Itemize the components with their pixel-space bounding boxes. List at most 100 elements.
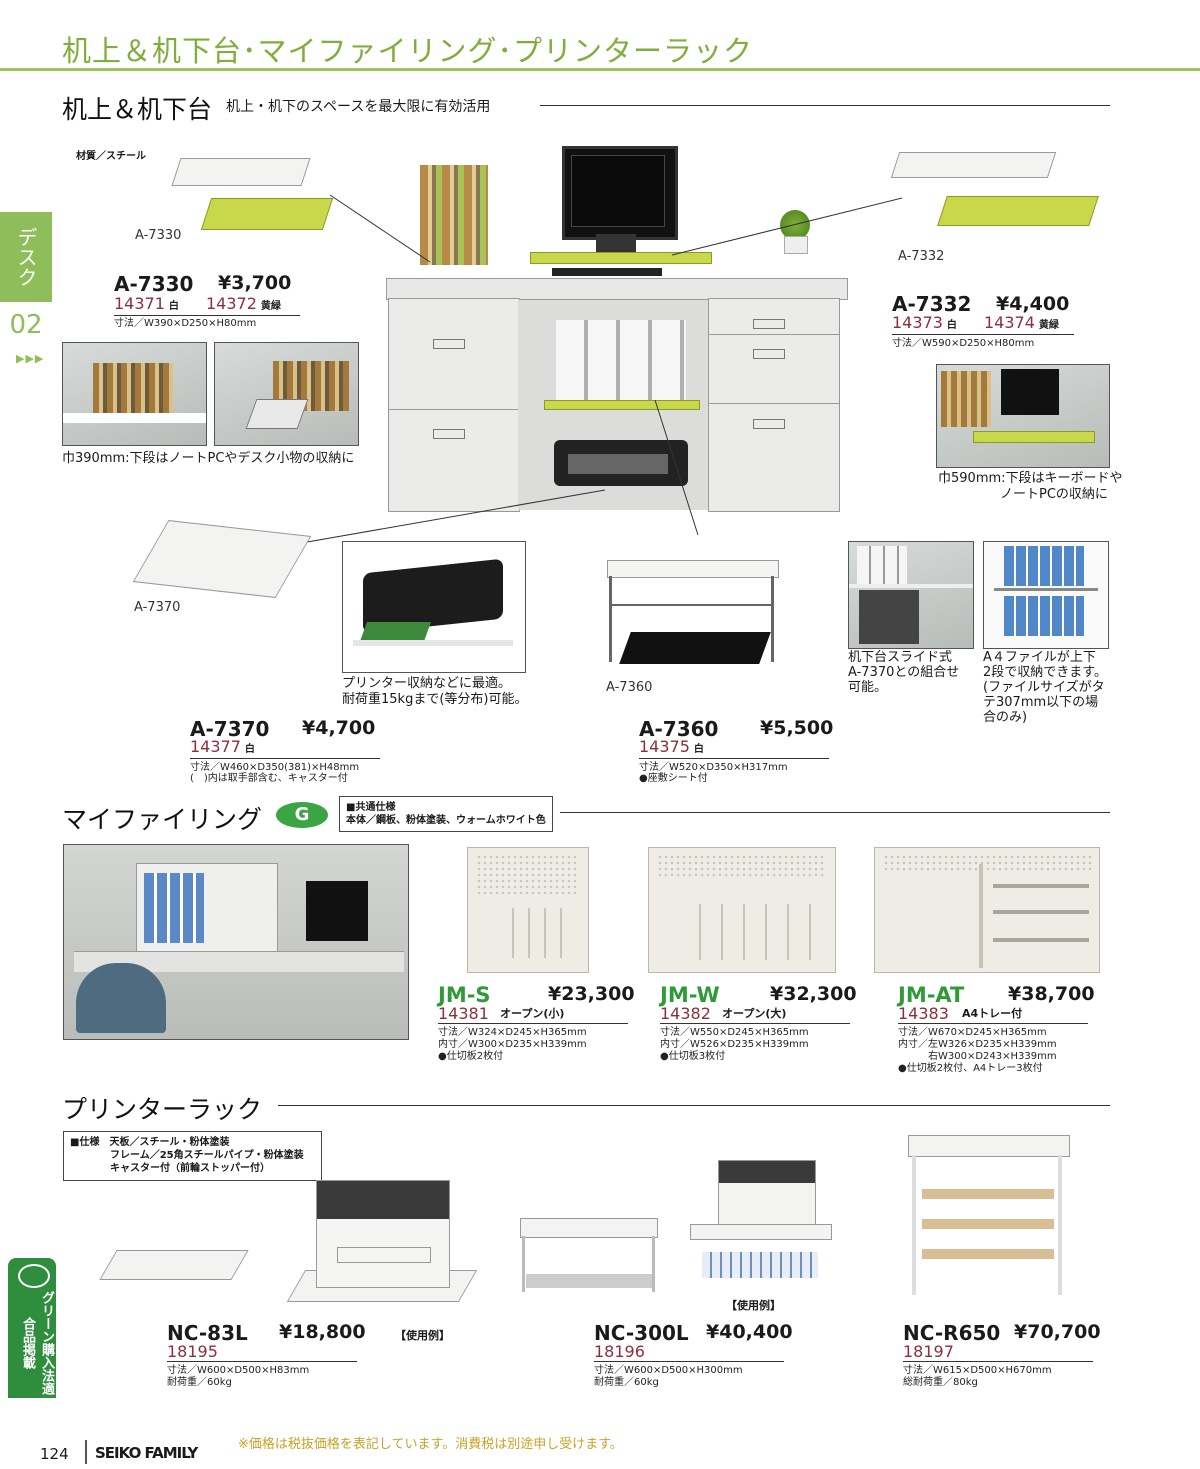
- green-mark-icon: G: [276, 802, 328, 828]
- a7370-rule: [190, 758, 380, 759]
- material-note: 材質／スチール: [76, 151, 146, 162]
- brand-logo: SEIKO FAMILY: [95, 1444, 198, 1462]
- section3-rule: [278, 1105, 1110, 1106]
- nc300l-price: ¥40,400: [706, 1321, 793, 1343]
- plant-pot: [784, 236, 808, 254]
- a7330-price: ¥3,700: [218, 272, 292, 294]
- nc300l-image: [520, 1218, 660, 1298]
- a4-caption-1: A４ファイルが上下: [983, 650, 1096, 665]
- a7360-rule: [639, 758, 829, 759]
- jm-s-spec-3: ●仕切板2枚付: [438, 1051, 504, 1062]
- desk-top-stand: [530, 252, 712, 264]
- jm-w-rule: [660, 1023, 850, 1024]
- a7360-price: ¥5,500: [760, 717, 834, 739]
- jm-s-sub: オープン(小): [500, 1007, 565, 1020]
- jm-s-spec-2: 内寸／W300×D235×H339mm: [438, 1039, 587, 1050]
- section-rule: [540, 105, 1110, 106]
- jm-at-rule: [898, 1023, 1088, 1024]
- jm-w-code: 14382: [660, 1004, 711, 1023]
- a7370-image-label: A-7370: [134, 600, 181, 615]
- jm-at-model: JM-AT: [898, 983, 965, 1007]
- a7332-caption-1: 巾590mm:下段はキーボードや: [938, 471, 1123, 486]
- jm-s-spec-1: 寸法／W324×D245×H365mm: [438, 1027, 587, 1038]
- jm-at-spec-4: ●仕切板2枚付、A4トレー3枚付: [898, 1063, 1043, 1074]
- common-spec-title: ■共通仕様: [346, 802, 396, 813]
- a7360-spec-1: 寸法／W520×D350×H317mm: [639, 762, 788, 773]
- page-header-title: 机上＆机下台･マイファイリング･プリンターラック: [62, 34, 754, 68]
- footer-note: ※価格は税抜価格を表記しています。消費税は別途申し受けます。: [238, 1437, 623, 1452]
- jm-s-model: JM-S: [438, 983, 491, 1007]
- monitor-stand: [596, 234, 636, 252]
- slide-photo: [848, 541, 974, 649]
- nc83l-rule: [167, 1361, 357, 1362]
- jm-w-price: ¥32,300: [770, 983, 857, 1005]
- footer-divider: [85, 1440, 87, 1464]
- a7330-photo-2: [214, 342, 359, 446]
- nc300l-usage-image: [690, 1160, 836, 1290]
- rack-spec-line-3: キャスター付（前輪ストッパー付）: [70, 1163, 270, 1174]
- jm-w-image: [648, 847, 836, 973]
- ncr650-image: [908, 1135, 1072, 1307]
- a7332-rule: [892, 334, 1074, 335]
- a7330-image-label: A-7330: [135, 228, 182, 243]
- ncr650-model: NC-R650: [903, 1321, 1001, 1345]
- a7332-price: ¥4,400: [996, 293, 1070, 315]
- a7370-caption-1: プリンター収納などに最適。: [342, 676, 512, 691]
- nc83l-image: [99, 1250, 249, 1280]
- ncr650-rule: [903, 1361, 1093, 1362]
- a4-caption-5: 合のみ): [983, 710, 1028, 725]
- a7332-model: A-7332: [892, 292, 972, 316]
- keyboard-image: [552, 268, 662, 276]
- ncr650-price: ¥70,700: [1014, 1321, 1101, 1343]
- desk-knee-space: [518, 300, 708, 510]
- jm-w-model: JM-W: [660, 983, 720, 1007]
- a4-caption-4: テ307mm以下の場: [983, 695, 1099, 710]
- a7360-model: A-7360: [639, 717, 719, 741]
- desk-right-pedestal: [708, 298, 840, 512]
- header-rule: [0, 68, 1200, 71]
- a7360-spec-2: ●座敷シート付: [639, 773, 708, 784]
- a7370-price: ¥4,700: [302, 717, 376, 739]
- page-number: 124: [40, 1445, 69, 1463]
- jm-w-spec-1: 寸法／W550×D245×H365mm: [660, 1027, 809, 1038]
- a7370-spec-1: 寸法／W460×D350(381)×H48mm: [190, 762, 360, 773]
- a7360-image: [607, 560, 779, 670]
- side-tab-arrows-icon: ▶▶▶: [16, 352, 45, 365]
- a7332-photo: [936, 364, 1110, 468]
- jm-w-spec-3: ●仕切板3枚付: [660, 1051, 726, 1062]
- jm-at-sub: A4トレー付: [962, 1007, 1023, 1020]
- a7370-model: A-7370: [190, 717, 270, 741]
- rack-spec-line-1: ■仕様 天板／スチール・粉体塗装: [70, 1137, 230, 1148]
- ncr650-spec-1: 寸法／W615×D500×H670mm: [903, 1365, 1052, 1376]
- a7370-spec-2: ( )内は取手部含む、キャスター付: [190, 773, 348, 784]
- jm-at-spec-1: 寸法／W670×D245×H365mm: [898, 1027, 1047, 1038]
- monitor-image: [562, 146, 678, 240]
- a7332-spec: 寸法／W590×D250×H80mm: [892, 338, 1035, 349]
- nc300l-rule: [594, 1361, 784, 1362]
- nc300l-spec-1: 寸法／W600×D500×H300mm: [594, 1365, 743, 1376]
- nc83l-usage-label: 【使用例】: [395, 1329, 450, 1342]
- nc83l-usage-printer: [316, 1180, 450, 1288]
- ncr650-spec-2: 総耐荷重／80kg: [903, 1377, 978, 1388]
- jm-at-spec-3: 右W300×D243×H339mm: [898, 1051, 1057, 1062]
- nc300l-spec-2: 耐荷重／60kg: [594, 1377, 659, 1388]
- a4-caption-3: (ファイルサイズがタ: [983, 680, 1105, 695]
- jm-at-code: 14383: [898, 1004, 949, 1023]
- a7332-image-label: A-7332: [898, 249, 945, 264]
- side-tab-number: 02: [9, 310, 43, 340]
- a7370-caption-2: 耐荷重15kgまで(等分布)可能。: [342, 692, 528, 707]
- slide-caption-3: 可能。: [848, 680, 888, 695]
- jm-at-spec-2: 内寸／左W326×D235×H339mm: [898, 1039, 1057, 1050]
- desk-top: [386, 278, 848, 300]
- common-spec-box: ■共通仕様 本体／鋼板、粉体塗装、ウォームホワイト色: [339, 796, 553, 832]
- a4-caption-2: 2段で収納できます。: [983, 665, 1107, 680]
- side-tab-label[interactable]: デスク: [0, 212, 52, 302]
- desk-books-image: [420, 165, 488, 265]
- jm-at-price: ¥38,700: [1008, 983, 1095, 1005]
- a7330-spec: 寸法／W390×D250×H80mm: [114, 318, 257, 329]
- slide-caption-1: 机下台スライド式: [848, 650, 953, 665]
